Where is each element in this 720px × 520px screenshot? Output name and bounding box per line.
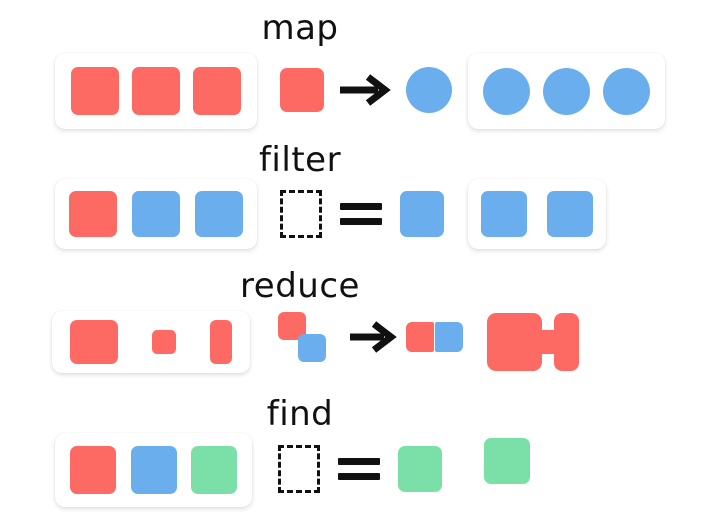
operation-filter [280, 182, 450, 246]
result-array-filter [468, 179, 606, 249]
array-item [71, 67, 119, 115]
predicate-match-square [398, 446, 442, 492]
predicate-placeholder-square [280, 190, 322, 238]
source-array-filter [55, 179, 257, 249]
array-item [70, 446, 116, 494]
blob-connector [537, 330, 559, 354]
operation-label-map: map [261, 8, 339, 48]
array-item [191, 446, 237, 494]
operation-label-find: find [266, 394, 334, 434]
array-item [69, 191, 117, 237]
equals-icon [340, 195, 382, 233]
predicate-match-square [400, 191, 444, 237]
operation-find [278, 436, 458, 502]
row-filter: filter [0, 132, 720, 258]
equals-icon [338, 450, 380, 488]
result-find [484, 438, 530, 484]
array-item [483, 67, 530, 115]
array-item [543, 67, 590, 115]
merged-right [435, 322, 463, 352]
array-item [193, 67, 241, 115]
blob-tail-block [554, 313, 579, 371]
result-reduce-blob [487, 313, 579, 371]
operation-output-circle [406, 67, 452, 113]
source-array-reduce [52, 311, 250, 373]
predicate-placeholder-square [278, 445, 320, 493]
blob-large-block [487, 313, 542, 371]
accumulator-input-b [298, 334, 326, 362]
array-item [70, 320, 118, 364]
row-find: find [0, 386, 720, 520]
array-item [132, 191, 180, 237]
operation-label-filter: filter [258, 140, 342, 180]
array-item [130, 446, 177, 494]
source-array-map [55, 53, 257, 129]
array-item [603, 67, 650, 115]
operation-reduce [276, 302, 466, 382]
row-reduce: reduce [0, 258, 720, 386]
arrow-right-icon [340, 74, 391, 106]
array-item [210, 320, 232, 364]
operation-input-square [280, 68, 324, 112]
source-array-find [55, 433, 252, 507]
array-item [132, 67, 180, 115]
result-array-map [468, 53, 665, 129]
operation-label-reduce: reduce [240, 266, 360, 306]
operation-map [280, 55, 452, 125]
row-map: map [0, 0, 720, 132]
arrow-right-icon [350, 321, 397, 353]
array-item [481, 191, 527, 237]
array-item [195, 191, 243, 237]
array-item [547, 191, 593, 237]
result-item [484, 438, 530, 484]
array-item [152, 330, 176, 354]
merged-left [406, 322, 434, 352]
